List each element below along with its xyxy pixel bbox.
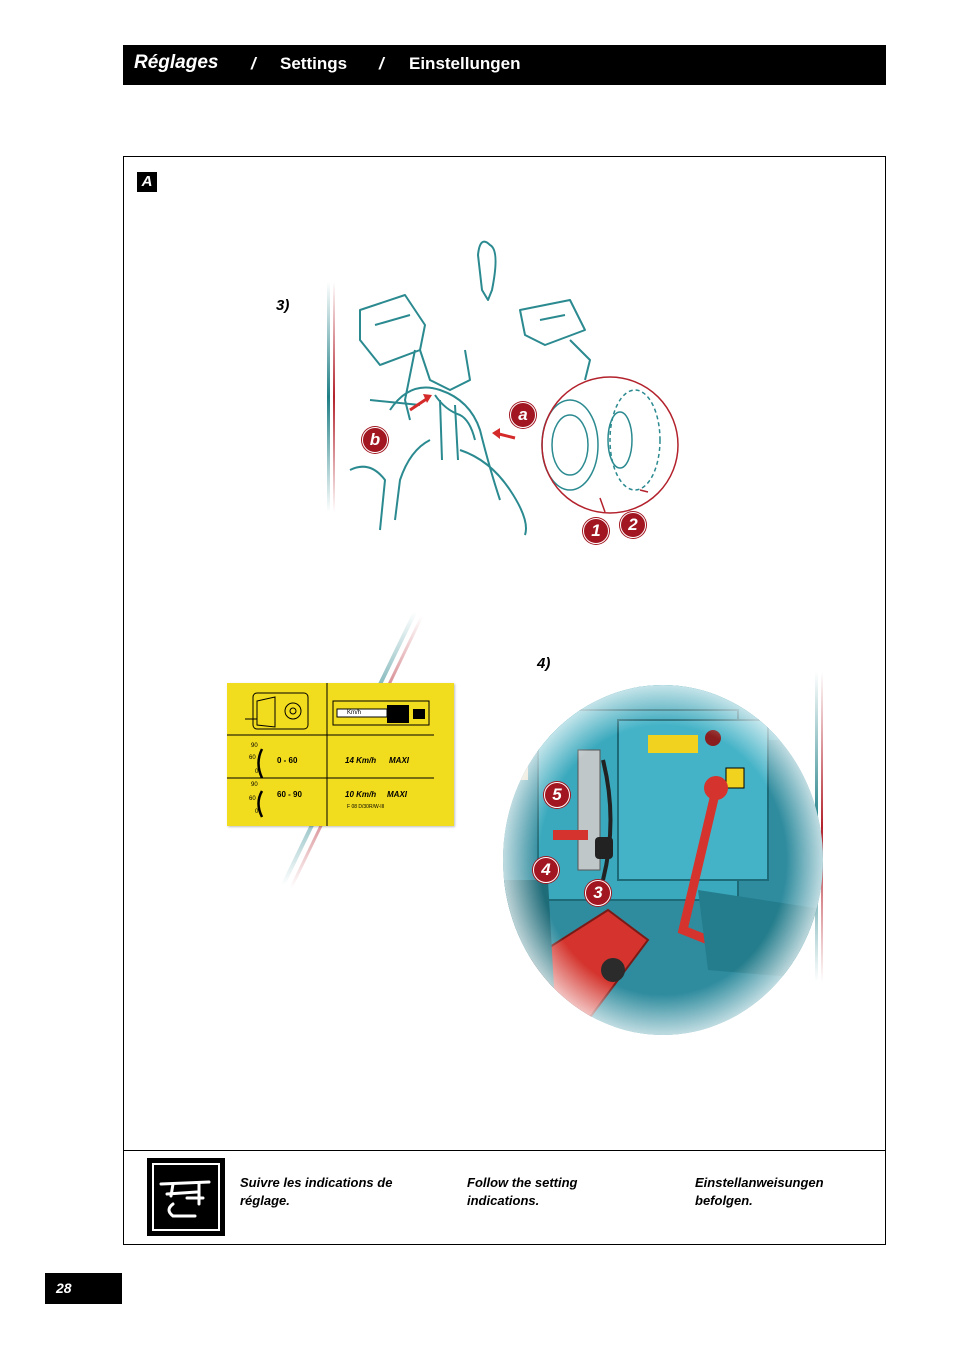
speed-decal: Km/h 90 60 0 0 - 60 14 Km/h MAXI 90 60 0…: [227, 683, 454, 826]
note-text-fr: Suivre les indications de réglage.: [240, 1175, 393, 1208]
header-title-fr: Réglages: [134, 52, 219, 73]
decal-speed: 14 Km/h: [345, 756, 377, 765]
pointing-hand-icon: [147, 1158, 225, 1236]
header-separator: /: [251, 54, 256, 73]
page-number: 28: [56, 1280, 72, 1296]
callout-5: 5: [544, 782, 570, 808]
section-badge: A: [137, 172, 157, 192]
decal-speed: 10 Km/h: [345, 790, 377, 799]
decal-scale-top: 90: [251, 782, 258, 788]
header-separator: /: [379, 54, 384, 73]
gear-change-drawing: [349, 240, 679, 536]
decal-scale-bot: 0: [255, 809, 259, 815]
content-frame: [123, 156, 886, 1245]
page-number-box: 28: [45, 1273, 122, 1304]
decal-limit: MAXI: [389, 756, 409, 765]
callout-1: 1: [583, 518, 609, 544]
decal-scale-mid: 60: [249, 755, 256, 761]
decal-range: 60 - 90: [277, 790, 302, 799]
header-title-en: Settings: [280, 54, 348, 73]
callout-3: 3: [585, 880, 611, 906]
gearbox-photo: [503, 685, 823, 1035]
decal-unit: Km/h: [347, 710, 362, 716]
header-title-de: Einstellungen: [409, 54, 521, 73]
note-text-de: Einstellanweisungen befolgen.: [695, 1175, 824, 1208]
decal-scale-bot: 0: [255, 769, 259, 775]
frame-divider: [123, 1150, 886, 1151]
step-label-4: 4): [537, 655, 551, 672]
decal-scale-top: 90: [251, 743, 258, 749]
decal-ref: F 08 D/30R/W-III: [347, 804, 385, 810]
decal-scale-mid: 60: [249, 796, 256, 802]
page-header: Réglages / Settings / Einstellungen: [123, 45, 886, 85]
callout-a: a: [510, 402, 536, 428]
decal-range: 0 - 60: [277, 756, 298, 765]
step-label-3: 3): [276, 297, 290, 314]
decorative-stripe: [327, 282, 335, 512]
callout-4: 4: [533, 857, 559, 883]
decal-grid: [227, 683, 434, 826]
decal-limit: MAXI: [387, 790, 407, 799]
callout-b: b: [362, 427, 388, 453]
note-text-en: Follow the setting indications.: [467, 1175, 578, 1208]
callout-2: 2: [620, 512, 646, 538]
